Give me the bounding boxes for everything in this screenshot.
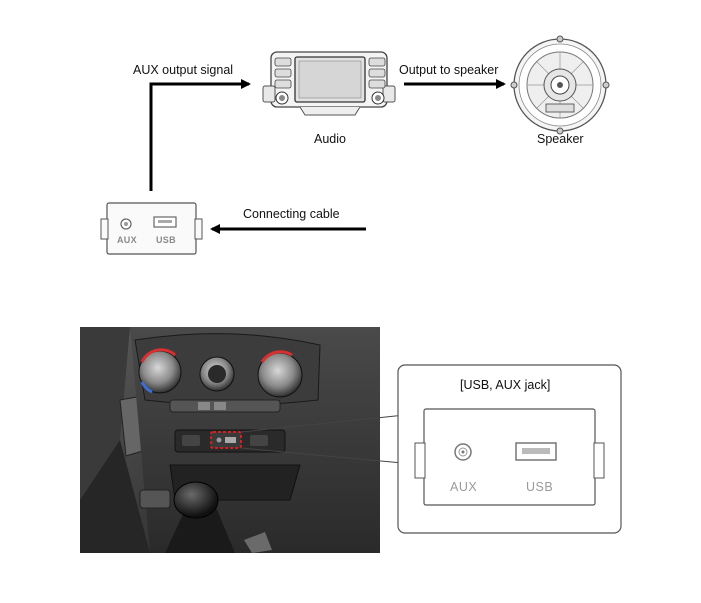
audio-head-unit	[262, 51, 396, 116]
connecting-cable-label: Connecting cable	[243, 207, 340, 221]
jack-large-aux-label: AUX	[450, 480, 478, 494]
jack-small-aux-label: AUX	[117, 235, 137, 245]
jack-module-small	[100, 202, 203, 255]
speaker-label: Speaker	[537, 132, 584, 146]
audio-label: Audio	[314, 132, 346, 146]
jack-large-usb-label: USB	[526, 480, 554, 494]
output-to-speaker-label: Output to speaker	[399, 63, 499, 77]
speaker-unit	[510, 35, 610, 135]
jack-small-usb-label: USB	[156, 235, 176, 245]
console-photo-section	[80, 327, 622, 553]
callout-title: [USB, AUX jack]	[460, 378, 551, 392]
signal-flow-diagram	[100, 35, 610, 255]
aux-output-signal-label: AUX output signal	[133, 63, 234, 77]
aux-output-arrow	[149, 79, 251, 191]
jack-module-large	[414, 408, 605, 506]
console-photo	[80, 327, 380, 553]
